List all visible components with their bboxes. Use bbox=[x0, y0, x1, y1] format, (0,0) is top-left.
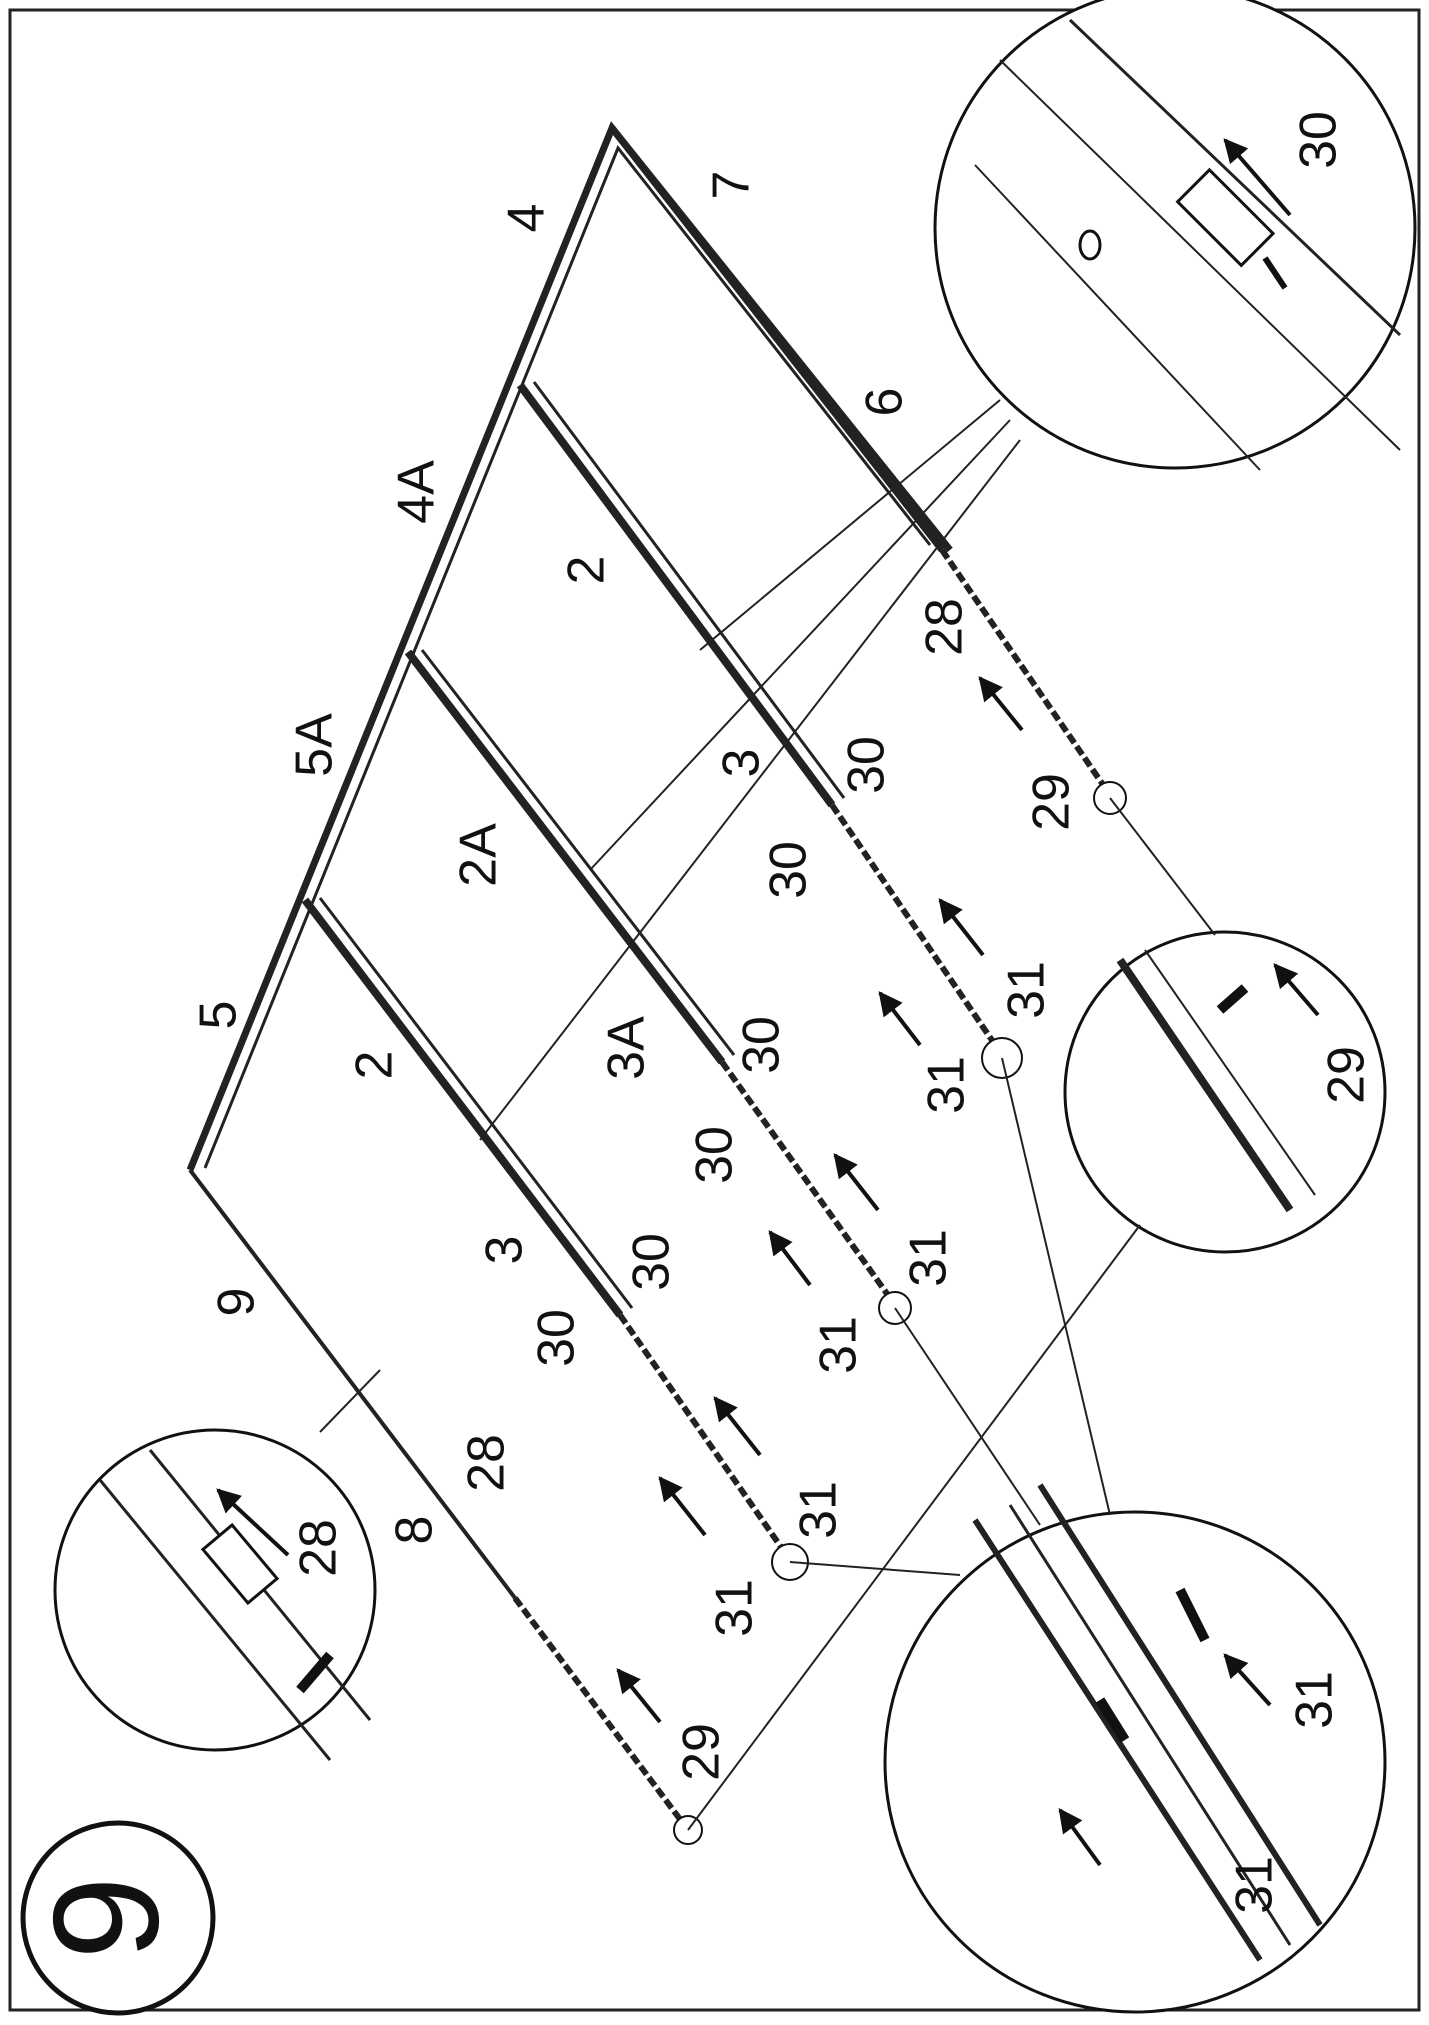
label-2a: 2A bbox=[450, 823, 508, 887]
detail-labels: 30 29 28 31 31 bbox=[290, 111, 1376, 1914]
leader-lines bbox=[319, 399, 1216, 1831]
label-8: 8 bbox=[386, 1516, 444, 1545]
label-3a: 3A bbox=[598, 1016, 656, 1080]
label-30-l1: 30 bbox=[623, 1233, 681, 1291]
label-31-r1: 31 bbox=[998, 961, 1056, 1019]
label-29-right: 29 bbox=[1023, 773, 1081, 831]
label-28-right: 28 bbox=[916, 598, 974, 656]
divider-beams bbox=[301, 381, 846, 1318]
label-6: 6 bbox=[856, 388, 914, 417]
part-labels: 4 7 6 4A 2 28 5A 3 30 29 2A 30 31 31 5 3… bbox=[190, 171, 1081, 1781]
detail-mid-right bbox=[1063, 930, 1387, 1254]
direction-arrows bbox=[616, 676, 1024, 1724]
detail-top-right bbox=[933, 0, 1417, 471]
rails bbox=[512, 548, 1113, 1832]
label-3-right: 3 bbox=[713, 749, 771, 778]
detail-label-30: 30 bbox=[1290, 111, 1348, 169]
page-border bbox=[8, 8, 1421, 2012]
label-4a: 4A bbox=[388, 460, 446, 524]
label-30-m2: 30 bbox=[686, 1126, 744, 1184]
label-5: 5 bbox=[190, 1001, 248, 1030]
step-number: 9 bbox=[22, 1876, 190, 1959]
label-31-l2: 31 bbox=[706, 1579, 764, 1637]
label-3-left: 3 bbox=[476, 1236, 534, 1265]
label-30-r2: 30 bbox=[760, 841, 818, 899]
label-9: 9 bbox=[208, 1288, 266, 1317]
label-2-right: 2 bbox=[558, 556, 616, 585]
label-30-l2: 30 bbox=[528, 1309, 586, 1367]
label-31-m2: 31 bbox=[810, 1316, 868, 1374]
detail-label-31b: 31 bbox=[1226, 1856, 1284, 1914]
label-2-left: 2 bbox=[346, 1051, 404, 1080]
label-31-l1: 31 bbox=[790, 1481, 848, 1539]
label-7: 7 bbox=[703, 171, 761, 200]
frame-outline bbox=[186, 121, 953, 1600]
frame-assembly bbox=[186, 121, 1127, 1845]
label-28-left: 28 bbox=[458, 1434, 516, 1492]
label-31-r2: 31 bbox=[918, 1056, 976, 1114]
label-4: 4 bbox=[498, 204, 556, 233]
label-31-m1: 31 bbox=[900, 1229, 958, 1287]
detail-label-28: 28 bbox=[290, 1519, 348, 1577]
label-29-left: 29 bbox=[673, 1723, 731, 1781]
label-5a: 5A bbox=[286, 713, 344, 777]
detail-bottom-center bbox=[883, 1483, 1387, 2014]
detail-label-29: 29 bbox=[1318, 1046, 1376, 1104]
step-badge: 9 bbox=[20, 1820, 216, 2016]
detail-bottom-left bbox=[53, 1428, 377, 1761]
label-30-r1: 30 bbox=[838, 736, 896, 794]
detail-label-31a: 31 bbox=[1286, 1671, 1344, 1729]
label-30-m1: 30 bbox=[733, 1016, 791, 1074]
